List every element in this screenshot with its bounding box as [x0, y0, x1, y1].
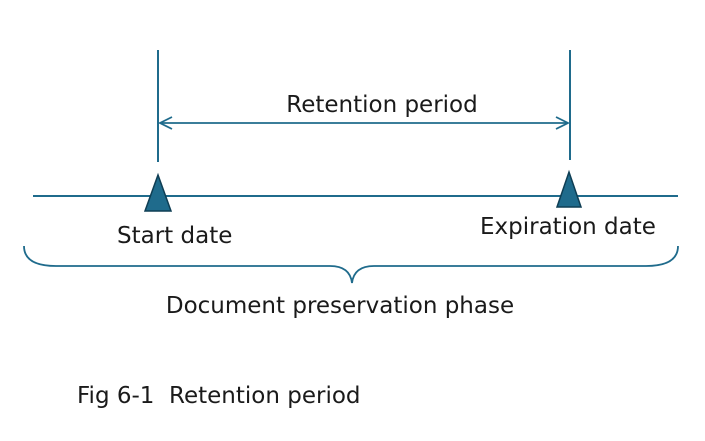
start-date-label: Start date — [117, 223, 232, 249]
start-date-marker — [143, 172, 173, 212]
retention-period-label: Retention period — [286, 92, 477, 118]
preservation-phase-label: Document preservation phase — [166, 293, 514, 319]
expiration-date-marker — [555, 169, 583, 208]
expiration-date-label: Expiration date — [480, 214, 656, 240]
preservation-phase-brace — [23, 245, 679, 284]
figure-caption: Fig 6-1 Retention period — [77, 383, 361, 409]
retention-period-arrow — [157, 116, 571, 130]
